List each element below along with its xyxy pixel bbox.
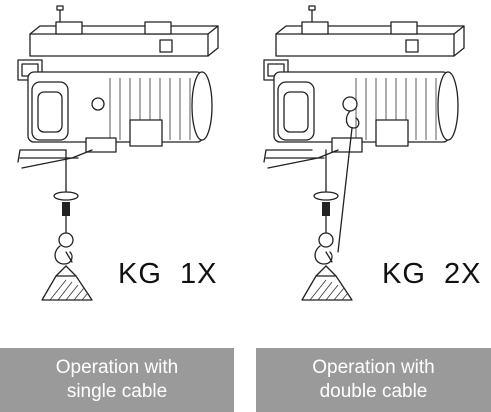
control-handle (17, 149, 93, 169)
lifting-hook (314, 232, 334, 265)
hoist-motor-body (27, 71, 213, 153)
control-handle (263, 149, 339, 169)
load-weight (41, 265, 93, 301)
caption-line-2: single cable (66, 381, 168, 402)
hoist-single-cable-drawing (17, 5, 219, 301)
pulley-anchor-hook (342, 96, 360, 129)
hoist-double-cable-drawing (263, 5, 465, 301)
load-weight (301, 265, 353, 301)
hoist-motor-body (273, 71, 459, 153)
panel-single-cable: KG 1X Operation with single cable (0, 0, 245, 412)
lifting-hook (54, 232, 74, 265)
panel-double-cable: KG 2X Operation with double cable (246, 0, 491, 412)
cable-stopper (313, 191, 339, 233)
double-cable (325, 127, 353, 253)
mounting-bracket (263, 5, 465, 81)
caption-line-1: Operation with (55, 357, 179, 378)
mounting-bracket (17, 5, 219, 81)
caption-single-cable: Operation with single cable (0, 348, 234, 412)
caption-line-2: double cable (319, 381, 428, 402)
caption-double-cable: Operation with double cable (256, 348, 491, 412)
load-label-2x: KG 2X (382, 258, 482, 290)
cable-stopper (53, 191, 79, 233)
load-label-1x: KG 1X (118, 258, 218, 290)
caption-line-1: Operation with (312, 357, 435, 378)
